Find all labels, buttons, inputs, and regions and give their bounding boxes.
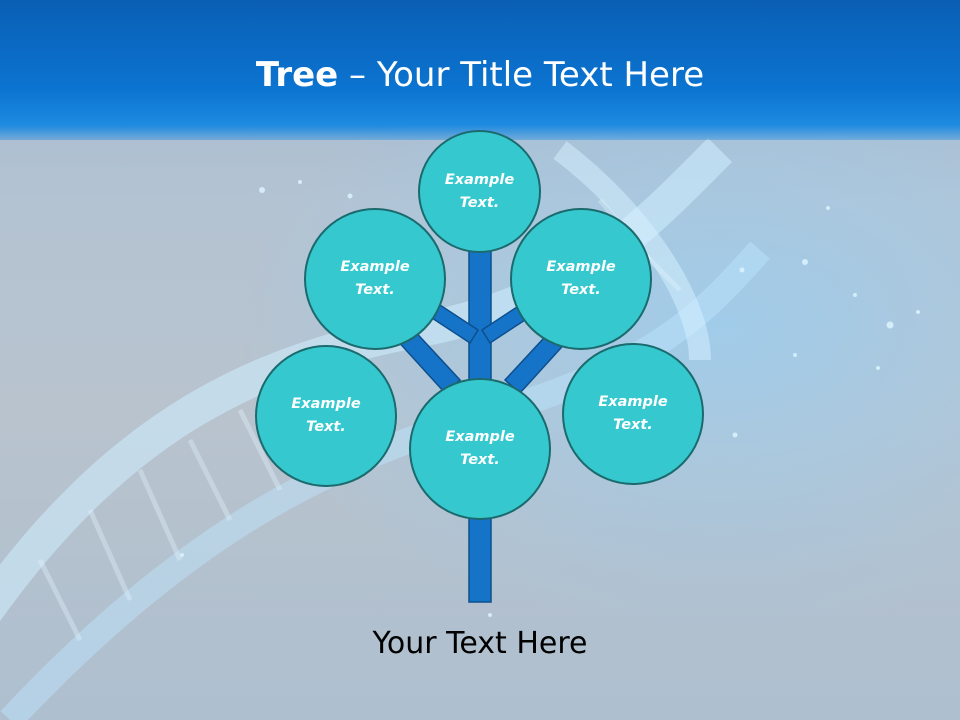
node-text: Example Text. (445, 429, 515, 468)
header-bar (0, 0, 960, 140)
tree-node-upper-right: Example Text. (510, 208, 652, 350)
node-text: Example Text. (598, 394, 668, 433)
title-rest: Your Title Text Here (376, 55, 705, 95)
caption-text: Your Text Here (372, 626, 588, 661)
node-text: Example Text. (291, 396, 361, 435)
node-text: Example Text. (444, 171, 515, 211)
title-bold: Tree (255, 55, 339, 95)
slide-title: Tree – Your Title Text Here (0, 55, 960, 95)
tree-node-upper-left: Example Text. (304, 208, 446, 350)
tree-node-top: Example Text. (418, 130, 541, 253)
tree-node-lower-left: Example Text. (255, 345, 397, 487)
title-separator: – (338, 55, 377, 95)
node-text: Example Text. (546, 259, 616, 298)
tree-node-center: Example Text. (409, 378, 551, 520)
node-text: Example Text. (340, 259, 410, 298)
tree-node-lower-right: Example Text. (562, 343, 704, 485)
